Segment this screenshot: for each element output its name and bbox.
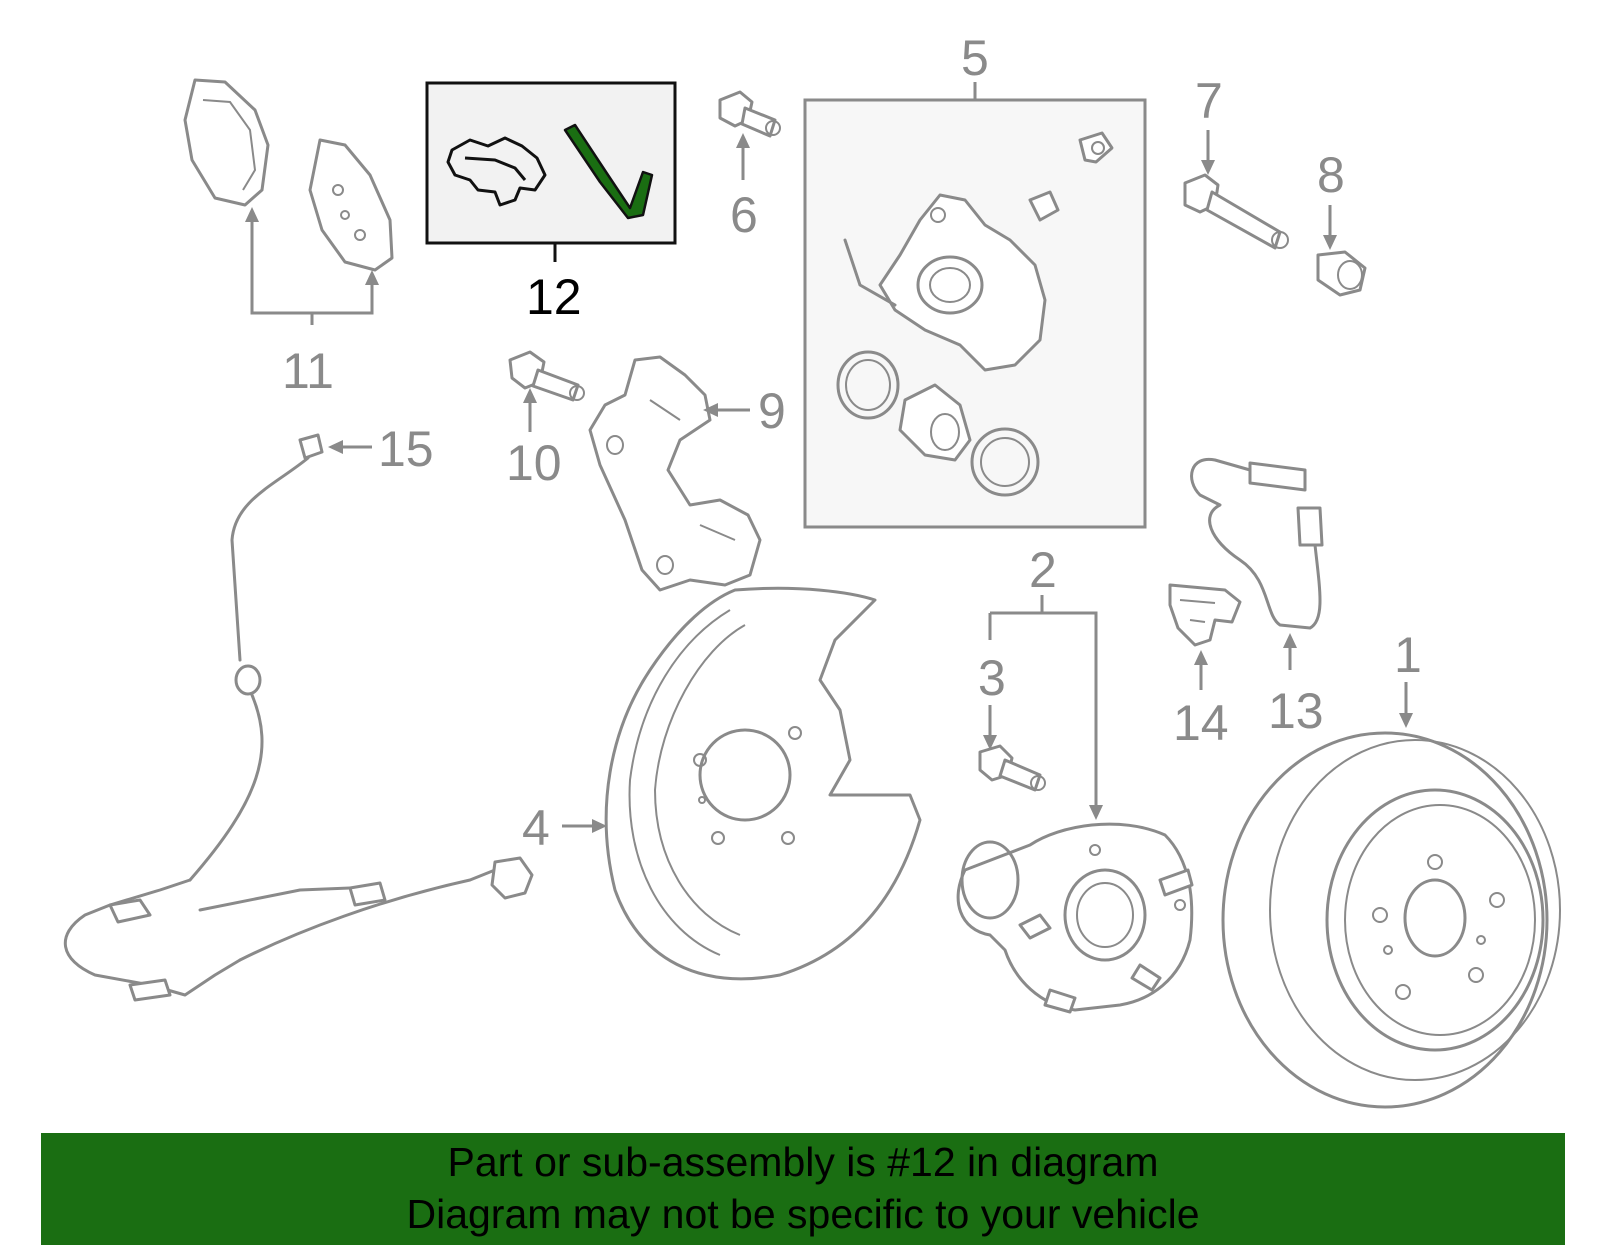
callout-9: 9 [758, 383, 786, 439]
callout-4: 4 [522, 800, 550, 856]
part-15-abs-cable[interactable] [63, 433, 534, 1002]
footer-line-2: Diagram may not be specific to your vehi… [406, 1191, 1200, 1237]
leader-9 [703, 403, 750, 417]
leader-1 [1399, 682, 1413, 728]
callout-1: 1 [1394, 627, 1422, 683]
callout-11: 11 [282, 343, 334, 399]
leader-8 [1323, 205, 1337, 250]
callout-15: 15 [378, 421, 434, 477]
callout-8: 8 [1317, 147, 1345, 203]
callout-13: 13 [1268, 683, 1324, 739]
footer-banner: Part or sub-assembly is #12 in diagram D… [41, 1133, 1565, 1245]
callout-12: 12 [526, 269, 582, 325]
callout-6: 6 [730, 187, 758, 243]
leader-2 [988, 595, 1103, 820]
footer-line-1: Part or sub-assembly is #12 in diagram [447, 1139, 1159, 1185]
callout-5: 5 [961, 30, 989, 86]
leader-7 [1201, 130, 1215, 175]
leader-13 [1283, 633, 1297, 670]
leader-11 [245, 207, 379, 325]
leader-6 [736, 133, 750, 180]
leader-10 [523, 388, 537, 432]
callout-3: 3 [978, 650, 1006, 706]
callout-7: 7 [1195, 73, 1223, 129]
part-11-brake-pads[interactable] [183, 78, 394, 272]
part-13-sensor-harness[interactable] [1190, 457, 1324, 630]
part-2-hub-assembly[interactable] [956, 822, 1194, 1014]
part-5-caliper-box[interactable] [803, 98, 1147, 529]
part-12-highlight-box[interactable] [425, 81, 677, 245]
part-14-clip[interactable] [1168, 583, 1242, 647]
callout-2: 2 [1029, 542, 1057, 598]
leader-15 [328, 440, 372, 454]
part-10-bolt[interactable] [508, 350, 585, 402]
part-7-guide-pin[interactable] [1183, 173, 1289, 250]
part-4-dust-shield[interactable] [604, 586, 922, 981]
callout-10: 10 [506, 435, 562, 491]
leader-14 [1194, 650, 1208, 690]
part-9-bracket[interactable] [588, 355, 762, 592]
part-6-bolt[interactable] [718, 90, 781, 138]
leader-3 [983, 705, 997, 750]
part-1-rotor[interactable] [1221, 731, 1561, 1109]
part-8-bushing[interactable] [1316, 250, 1367, 297]
callout-14: 14 [1173, 695, 1229, 751]
part-3-hub-bolt[interactable] [978, 744, 1046, 792]
leader-4 [562, 819, 607, 833]
